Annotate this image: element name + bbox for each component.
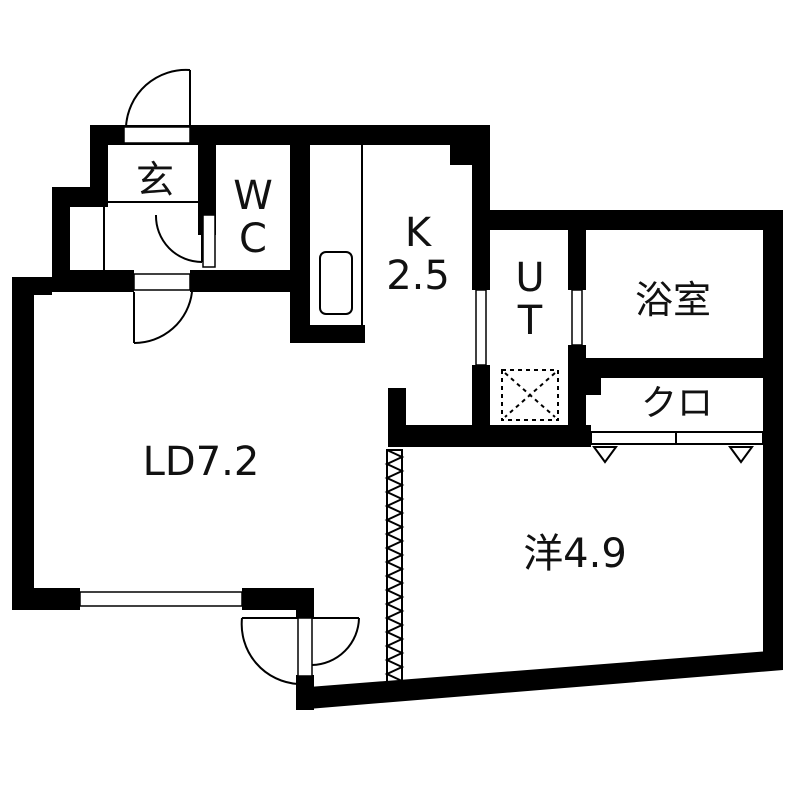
fixtures — [103, 145, 764, 687]
windows — [79, 126, 583, 677]
room-label-kitchen-line2: 2.5 — [386, 253, 450, 299]
room-label-kitchen-line1: K — [404, 209, 432, 256]
room-label-genkan: 玄 — [135, 158, 175, 202]
room-label-living-dining: LD7.2 — [142, 439, 260, 485]
room-label-closet: クロ — [640, 383, 714, 424]
room-label-utility-line2: T — [517, 298, 543, 344]
room-label-wc-line2: C — [239, 216, 267, 262]
room-label-bathroom: 浴室 — [634, 278, 712, 322]
room-label-wc-line1: W — [233, 172, 273, 219]
room-label-western-room: 洋4.9 — [523, 531, 627, 577]
walls — [12, 125, 783, 710]
room-label-kitchen: K 2.5 — [386, 209, 450, 299]
room-label-wc: W C — [233, 172, 273, 262]
room-label-utility-line1: U — [515, 254, 545, 301]
doors — [125, 68, 360, 685]
room-label-utility: U T — [515, 254, 545, 344]
